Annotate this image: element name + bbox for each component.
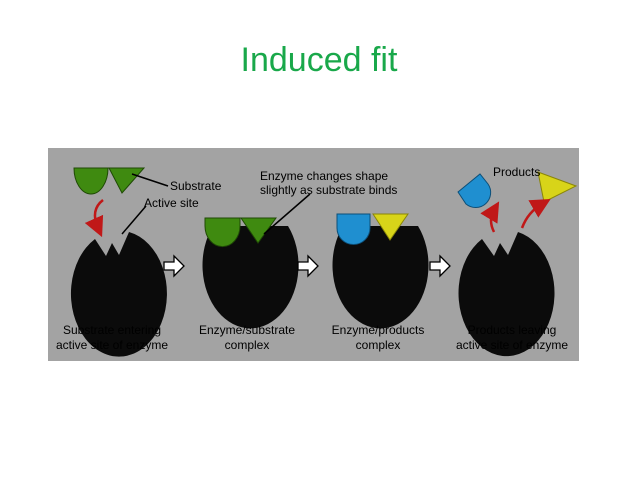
step-arrow-2 [297,254,319,278]
stage-3: Enzyme/products complex [332,213,429,352]
active-site-pointer [121,205,147,235]
stage-2-caption-line2: complex [225,338,270,352]
product-blue-released [457,173,492,208]
stage-1-caption-line1: Substrate entering [63,323,161,337]
shape-change-pointer [263,193,311,235]
stage-1: Substrate Active site Substrate entering… [56,167,222,357]
product-blue-in-site [336,213,371,245]
stage-3-caption-line2: complex [356,338,401,352]
substrate-triangle [108,167,146,194]
stage-4-caption-line2: active site of enzyme [456,338,568,352]
stage-2-caption-line1: Enzyme/substrate [199,323,295,337]
enzyme-stage-4 [458,232,555,357]
label-products: Products [493,165,540,179]
stage-2: Enzyme changes shape slightly as substra… [199,169,397,352]
label-enzyme-changes-line2: slightly as substrate binds [260,183,397,197]
label-substrate: Substrate [170,179,222,193]
enzyme-stage-1 [70,232,167,357]
label-active-site: Active site [144,196,199,210]
substrate-pointer [131,173,169,187]
induced-fit-diagram: Substrate Active site Substrate entering… [48,148,579,361]
enzyme-stage-3 [332,226,429,329]
step-arrow-1 [163,254,185,278]
diagram-canvas: Substrate Active site Substrate entering… [56,165,578,357]
step-arrow-3 [429,254,451,278]
release-arrow-right [520,199,551,229]
product-yellow-in-site [372,213,409,241]
stage-1-caption-line2: active site of enzyme [56,338,168,352]
product-yellow-released [537,171,578,203]
bound-substrate-half-circle [204,217,241,248]
stage-4: Products Products leaving active site of… [456,165,578,357]
enzyme-stage-2 [202,226,299,329]
label-enzyme-changes-line1: Enzyme changes shape [260,169,388,183]
slide-title: Induced fit [240,41,398,79]
stage-4-caption-line1: Products leaving [468,323,557,337]
release-arrow-left [480,201,500,233]
entering-arrow [84,199,104,238]
substrate-half-circle [73,167,109,195]
stage-3-caption-line1: Enzyme/products [332,323,425,337]
